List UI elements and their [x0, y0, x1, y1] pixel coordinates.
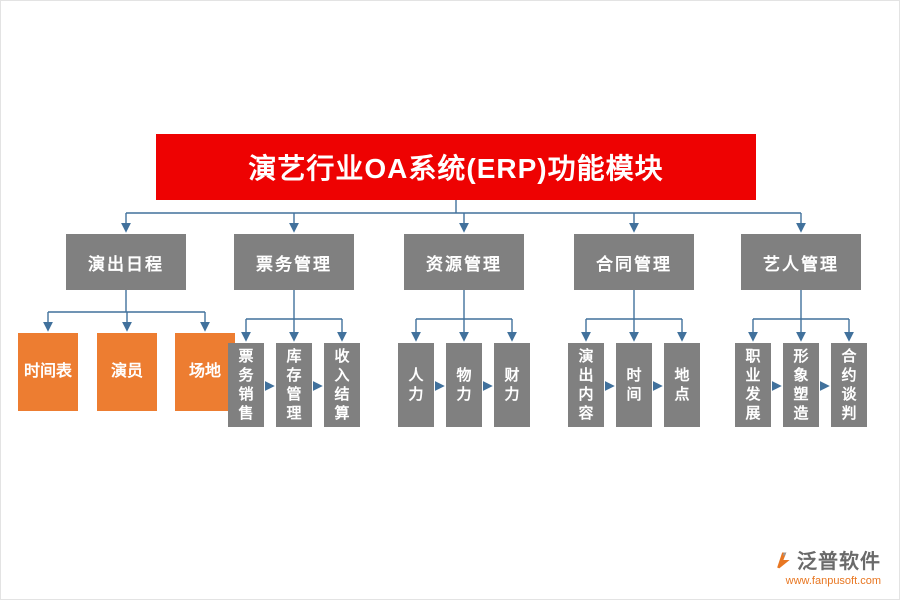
- branch-artist-management: 艺人管理: [741, 234, 861, 290]
- leaf-label: 演员: [110, 363, 143, 380]
- leaf-label: 时间表: [23, 363, 72, 380]
- leaf-performance-content: 演出内容: [568, 343, 604, 427]
- branch-label: 演出日程: [88, 254, 164, 274]
- leaf-label: 库存管理: [286, 347, 302, 423]
- leaf-label: 合约谈判: [841, 347, 857, 423]
- leaf-actors: 演员: [97, 333, 157, 411]
- leaf-label: 收入结算: [334, 347, 350, 423]
- leaf-label: 物力: [456, 366, 472, 403]
- branch-performance-schedule: 演出日程: [66, 234, 186, 290]
- branch-contract-management: 合同管理: [574, 234, 694, 290]
- leaf-label: 票务销售: [238, 347, 254, 423]
- leaf-manpower: 人力: [398, 343, 434, 427]
- leaf-label: 职业发展: [745, 347, 761, 423]
- brand-name: 泛普软件: [797, 551, 881, 573]
- branch-resource-management: 资源管理: [404, 234, 524, 290]
- leaf-label: 形象塑造: [793, 347, 809, 423]
- footer-brand: 泛普软件 www.fanpusoft.com: [773, 545, 881, 587]
- leaf-finance: 财力: [494, 343, 530, 427]
- branch-label: 票务管理: [256, 254, 332, 274]
- leaf-inventory-management: 库存管理: [276, 343, 312, 427]
- brand-row: 泛普软件: [773, 545, 881, 574]
- leaf-location: 地点: [664, 343, 700, 427]
- leaf-material: 物力: [446, 343, 482, 427]
- diagram-title-label: 演艺行业OA系统(ERP)功能模块: [248, 153, 664, 184]
- leaf-revenue-settlement: 收入结算: [324, 343, 360, 427]
- leaf-label: 地点: [674, 366, 690, 403]
- branch-ticket-management: 票务管理: [234, 234, 354, 290]
- brand-url: www.fanpusoft.com: [785, 575, 881, 587]
- leaf-label: 场地: [188, 363, 221, 380]
- leaf-label: 演出内容: [578, 347, 594, 423]
- leaf-label: 财力: [504, 366, 520, 403]
- diagram-title: 演艺行业OA系统(ERP)功能模块: [156, 134, 756, 200]
- leaf-time: 时间: [616, 343, 652, 427]
- branch-label: 艺人管理: [763, 254, 839, 274]
- leaf-venue: 场地: [175, 333, 235, 411]
- leaf-contract-negotiation: 合约谈判: [831, 343, 867, 427]
- leaf-image-building: 形象塑造: [783, 343, 819, 427]
- leaf-career-development: 职业发展: [735, 343, 771, 427]
- leaf-ticket-sales: 票务销售: [228, 343, 264, 427]
- leaf-label: 人力: [408, 366, 424, 403]
- leaf-label: 时间: [626, 366, 642, 403]
- leaf-timetable: 时间表: [18, 333, 78, 411]
- branch-label: 资源管理: [426, 254, 502, 274]
- branch-label: 合同管理: [596, 254, 672, 274]
- fanpu-logo-icon: [773, 550, 793, 570]
